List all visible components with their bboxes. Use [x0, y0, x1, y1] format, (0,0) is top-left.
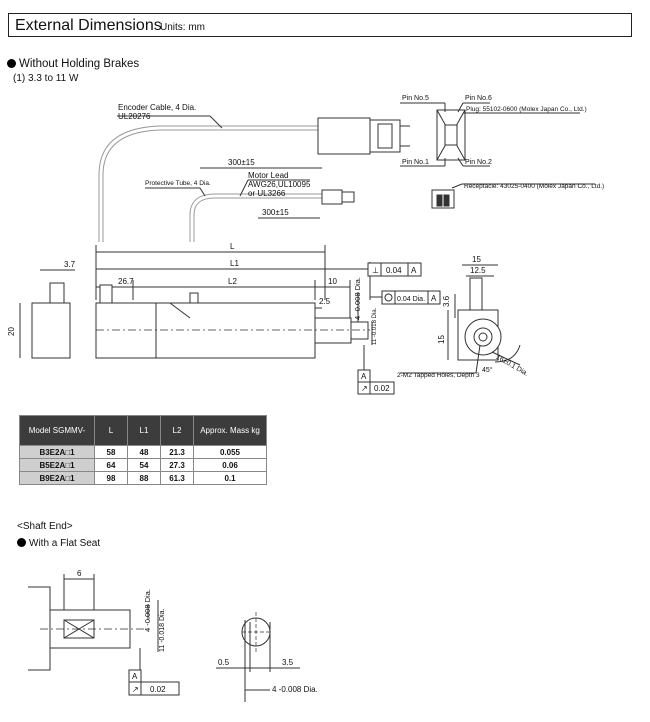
- dim-L1: L1: [230, 259, 239, 268]
- table-row: B5E2A□1 64 54 27.3 0.06: [19, 458, 267, 472]
- header-L: L: [94, 415, 128, 446]
- shaft-end-shaft-dia: 4 -0.008 Dia.: [143, 589, 152, 632]
- shaft-end-labels: 6 4 -0.008 Dia. 11 -0.018 Dia. A ↗ 0.02 …: [77, 569, 318, 694]
- header-model: Model SGMMV-: [19, 415, 95, 446]
- shaft-end-dia-label: 4 -0.008 Dia.: [272, 685, 318, 694]
- tapped-holes-label: 2-M2 Tapped Holes, Depth 3: [397, 372, 480, 379]
- section-heading: Without Holding Brakes: [7, 58, 139, 70]
- left-end-view: [31, 302, 71, 359]
- perpendicularity-symbol: ⊥: [372, 266, 379, 275]
- drawing-labels: Encoder Cable, 4 Dia. UL20276 Pin No.5 P…: [7, 95, 604, 393]
- concentricity-ref: A: [431, 294, 437, 303]
- runout-symbol: ↗: [361, 384, 368, 393]
- dim-3-5: 3.5: [282, 658, 294, 667]
- shaft-end-runout-symbol: ↗: [132, 685, 139, 694]
- dim-L2: L2: [228, 277, 237, 286]
- shaft-end-datum: A: [132, 672, 138, 681]
- motor-body: [95, 302, 316, 359]
- shaft-end-pilot-dia: 11 -0.018 Dia.: [159, 608, 166, 652]
- shaft-end-runout-value: 0.02: [150, 685, 166, 694]
- pcd-label: 16±0.1 Dia.: [495, 354, 530, 378]
- table-row: B9E2A□1 98 88 61.3 0.1: [19, 471, 267, 485]
- title-bar: External Dimensions Units: mm: [8, 13, 632, 37]
- header-L1: L1: [127, 415, 161, 446]
- perpendicularity-value: 0.04: [386, 266, 402, 275]
- dim-15-side: 15: [437, 335, 446, 344]
- table-row: B3E2A□1 58 48 21.3 0.055: [19, 445, 267, 459]
- table-header-row: Model SGMMV- L L1 L2 Approx. Mass kg: [19, 415, 267, 446]
- angle-label: 45°: [482, 366, 493, 374]
- concentricity-value: 0.04 Dia.: [397, 296, 425, 303]
- cable-length-2: 300±15: [262, 208, 289, 217]
- header-mass: Approx. Mass kg: [193, 415, 267, 446]
- spec-table: Model SGMMV- L L1 L2 Approx. Mass kg B3E…: [19, 415, 267, 485]
- section-subheading: (1) 3.3 to 11 W: [13, 73, 79, 84]
- dim-0-5: 0.5: [218, 658, 230, 667]
- perpendicularity-ref: A: [411, 266, 417, 275]
- dim-2-5: 2.5: [319, 297, 331, 306]
- dim-3-7: 3.7: [64, 260, 76, 269]
- page-title: External Dimensions: [15, 17, 162, 34]
- cable-length-1: 300±15: [228, 158, 255, 167]
- pin5-label: Pin No.5: [402, 95, 429, 102]
- protective-tube-label: Protective Tube, 4 Dia.: [145, 180, 211, 187]
- bullet-icon: [7, 59, 16, 68]
- motor-lead-awg: AWG26,UL10095: [248, 180, 311, 189]
- shaft-end-heading: <Shaft End>: [17, 521, 73, 532]
- dim-20: 20: [7, 327, 16, 336]
- dim-10: 10: [328, 277, 337, 286]
- shaft-dia: 4 -0.008 Dia.: [353, 277, 362, 320]
- units-label: Units: mm: [160, 22, 205, 33]
- encoder-cable-ul: UL20276: [118, 112, 151, 121]
- dim-26-7: 26.7: [118, 277, 134, 286]
- runout-value: 0.02: [374, 384, 390, 393]
- pin2-label: Pin No.2: [465, 159, 492, 166]
- header-L2: L2: [160, 415, 194, 446]
- shaft-end-drawing: [28, 574, 300, 702]
- pin6-label: Pin No.6: [465, 95, 492, 102]
- dim-3-6: 3.6: [442, 295, 451, 307]
- motor-lead-ul: or UL3266: [248, 189, 286, 198]
- datum-label: A: [361, 372, 367, 381]
- motor-dimension-drawing: [19, 102, 595, 395]
- shaft-end-subheading: With a Flat Seat: [17, 538, 100, 549]
- encoder-cable-label: Encoder Cable, 4 Dia.: [118, 103, 196, 112]
- bullet-icon: [17, 538, 26, 547]
- receptacle-label: Receptacle: 43025-0400 (Molex Japan Co.,…: [464, 183, 604, 190]
- dim-12-5: 12.5: [470, 266, 486, 275]
- dim-L: L: [230, 242, 235, 251]
- motor-lead-label: Motor Lead: [248, 171, 288, 180]
- pin1-label: Pin No.1: [402, 159, 429, 166]
- dim-6: 6: [77, 569, 82, 578]
- pilot-dia: 11 -0.018 Dia.: [372, 307, 378, 345]
- dim-15-top: 15: [472, 255, 481, 264]
- encoder-plug: [317, 117, 371, 155]
- plug-label: Plug: 55102-0600 (Molex Japan Co., Ltd.): [466, 106, 587, 113]
